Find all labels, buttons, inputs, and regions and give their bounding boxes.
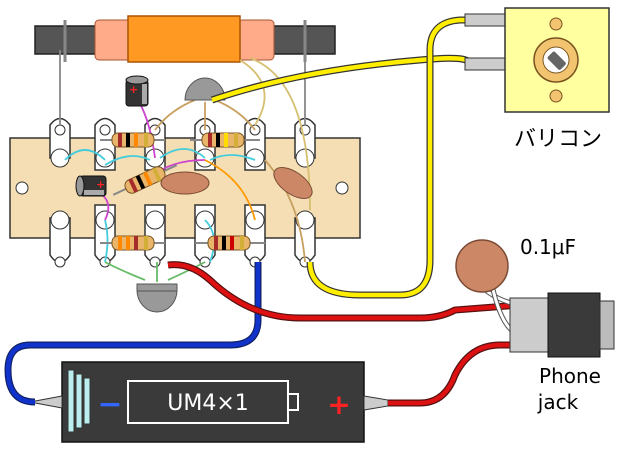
ceramic-cap-small-2 — [273, 166, 313, 200]
mount-hole-left — [15, 181, 29, 195]
resistor-2 — [190, 132, 260, 148]
battery-label: UM4×1 — [167, 391, 249, 416]
varicon-slot — [547, 51, 566, 70]
resistor-4 — [100, 235, 165, 251]
electrolytic-cap-1: + — [125, 75, 149, 107]
varicon-terminal-1 — [464, 13, 511, 27]
resistor-3 — [112, 164, 178, 196]
battery-terminal-plus — [363, 395, 389, 411]
battery-holder: UM4×1 − + — [61, 361, 365, 443]
bar-antenna — [34, 15, 336, 63]
phone-jack-label-1: Phone — [539, 364, 601, 388]
battery-terminal-minus — [29, 395, 63, 409]
red-wires — [167, 261, 521, 407]
component-leads — [59, 50, 311, 282]
battery-body — [61, 361, 365, 443]
varicon-label: バリコン — [514, 127, 602, 152]
battery-spring-1 — [67, 369, 75, 433]
svg-text:+: + — [96, 178, 105, 191]
ceramic-capacitor-label: 0.1μF — [520, 235, 576, 259]
phone-jack-body — [547, 292, 601, 358]
varicon-screw-top — [549, 17, 563, 31]
battery-minus-sign: − — [97, 387, 122, 422]
variable-capacitor: バリコン — [464, 7, 610, 152]
yellow-wires — [210, 16, 474, 299]
battery-spring-3 — [83, 377, 91, 425]
phone-jack-lugs — [509, 297, 549, 353]
blue-wire — [4, 262, 262, 406]
varicon-screw-bottom — [549, 89, 563, 103]
battery-cell-tip — [287, 393, 299, 411]
svg-text:+: + — [129, 83, 138, 96]
ceramic-cap-small-1 — [160, 171, 210, 195]
varicon-terminal-2 — [464, 57, 511, 71]
phone-jack-label-2: jack — [537, 390, 579, 414]
battery-spring-2 — [75, 373, 83, 429]
resistor-1 — [100, 132, 165, 148]
resistor-5 — [195, 235, 265, 251]
phone-jack-sleeve — [599, 300, 615, 350]
battery-plus-sign: + — [327, 388, 350, 421]
ceramic-capacitor-disc — [455, 239, 509, 293]
coil-end-left — [94, 19, 132, 61]
phone-jack: Phone jack — [509, 292, 615, 414]
transistor-bottom — [136, 283, 178, 313]
mount-hole-right — [335, 181, 349, 195]
antenna-coil — [127, 15, 241, 63]
coil-end-right — [237, 19, 275, 61]
electrolytic-cap-2: + — [75, 175, 107, 197]
